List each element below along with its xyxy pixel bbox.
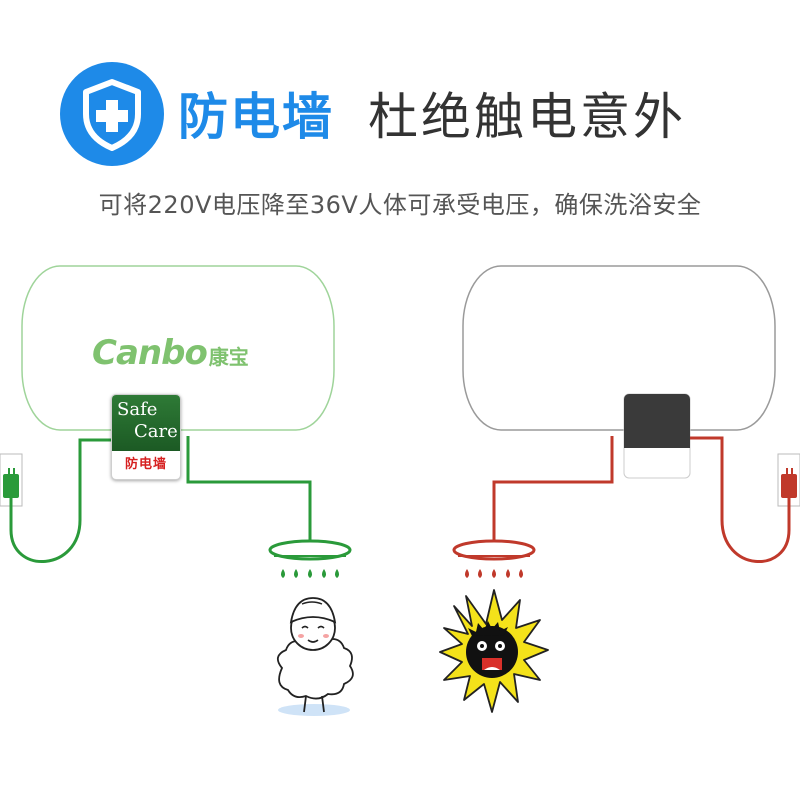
left-power-cable: [9, 438, 112, 564]
brand-logo-latin: Canbo: [92, 333, 208, 373]
page-subtitle: 可将220V电压降至36V人体可承受电压，确保洗浴安全: [98, 191, 702, 219]
electrocuted-person-icon: [439, 589, 549, 713]
safe-care-badge: Safe Care 防电墙: [111, 394, 181, 480]
right-water-heater: [462, 265, 776, 479]
right-water-pipe: [492, 436, 614, 545]
safe-care-cn-label: 防电墙: [124, 457, 167, 472]
left-shower-head-icon: [268, 539, 352, 578]
safe-care-line2: Care: [134, 421, 178, 442]
happy-bather-icon: [276, 597, 354, 716]
left-water-pipe: [186, 436, 312, 545]
right-power-cable: [690, 436, 791, 564]
safe-care-badge-top: Safe Care: [112, 395, 180, 451]
brand-logo-cn: 康宝: [208, 345, 249, 369]
page-slogan: 杜绝触电意外: [368, 88, 686, 146]
page-title: 防电墙: [178, 88, 334, 146]
shield-plus-icon: [60, 62, 164, 166]
safe-care-line1: Safe: [117, 399, 158, 420]
right-shower-head-icon: [452, 539, 536, 578]
right-wall-plug-icon: [777, 453, 800, 507]
left-wall-plug-icon: [0, 453, 23, 507]
